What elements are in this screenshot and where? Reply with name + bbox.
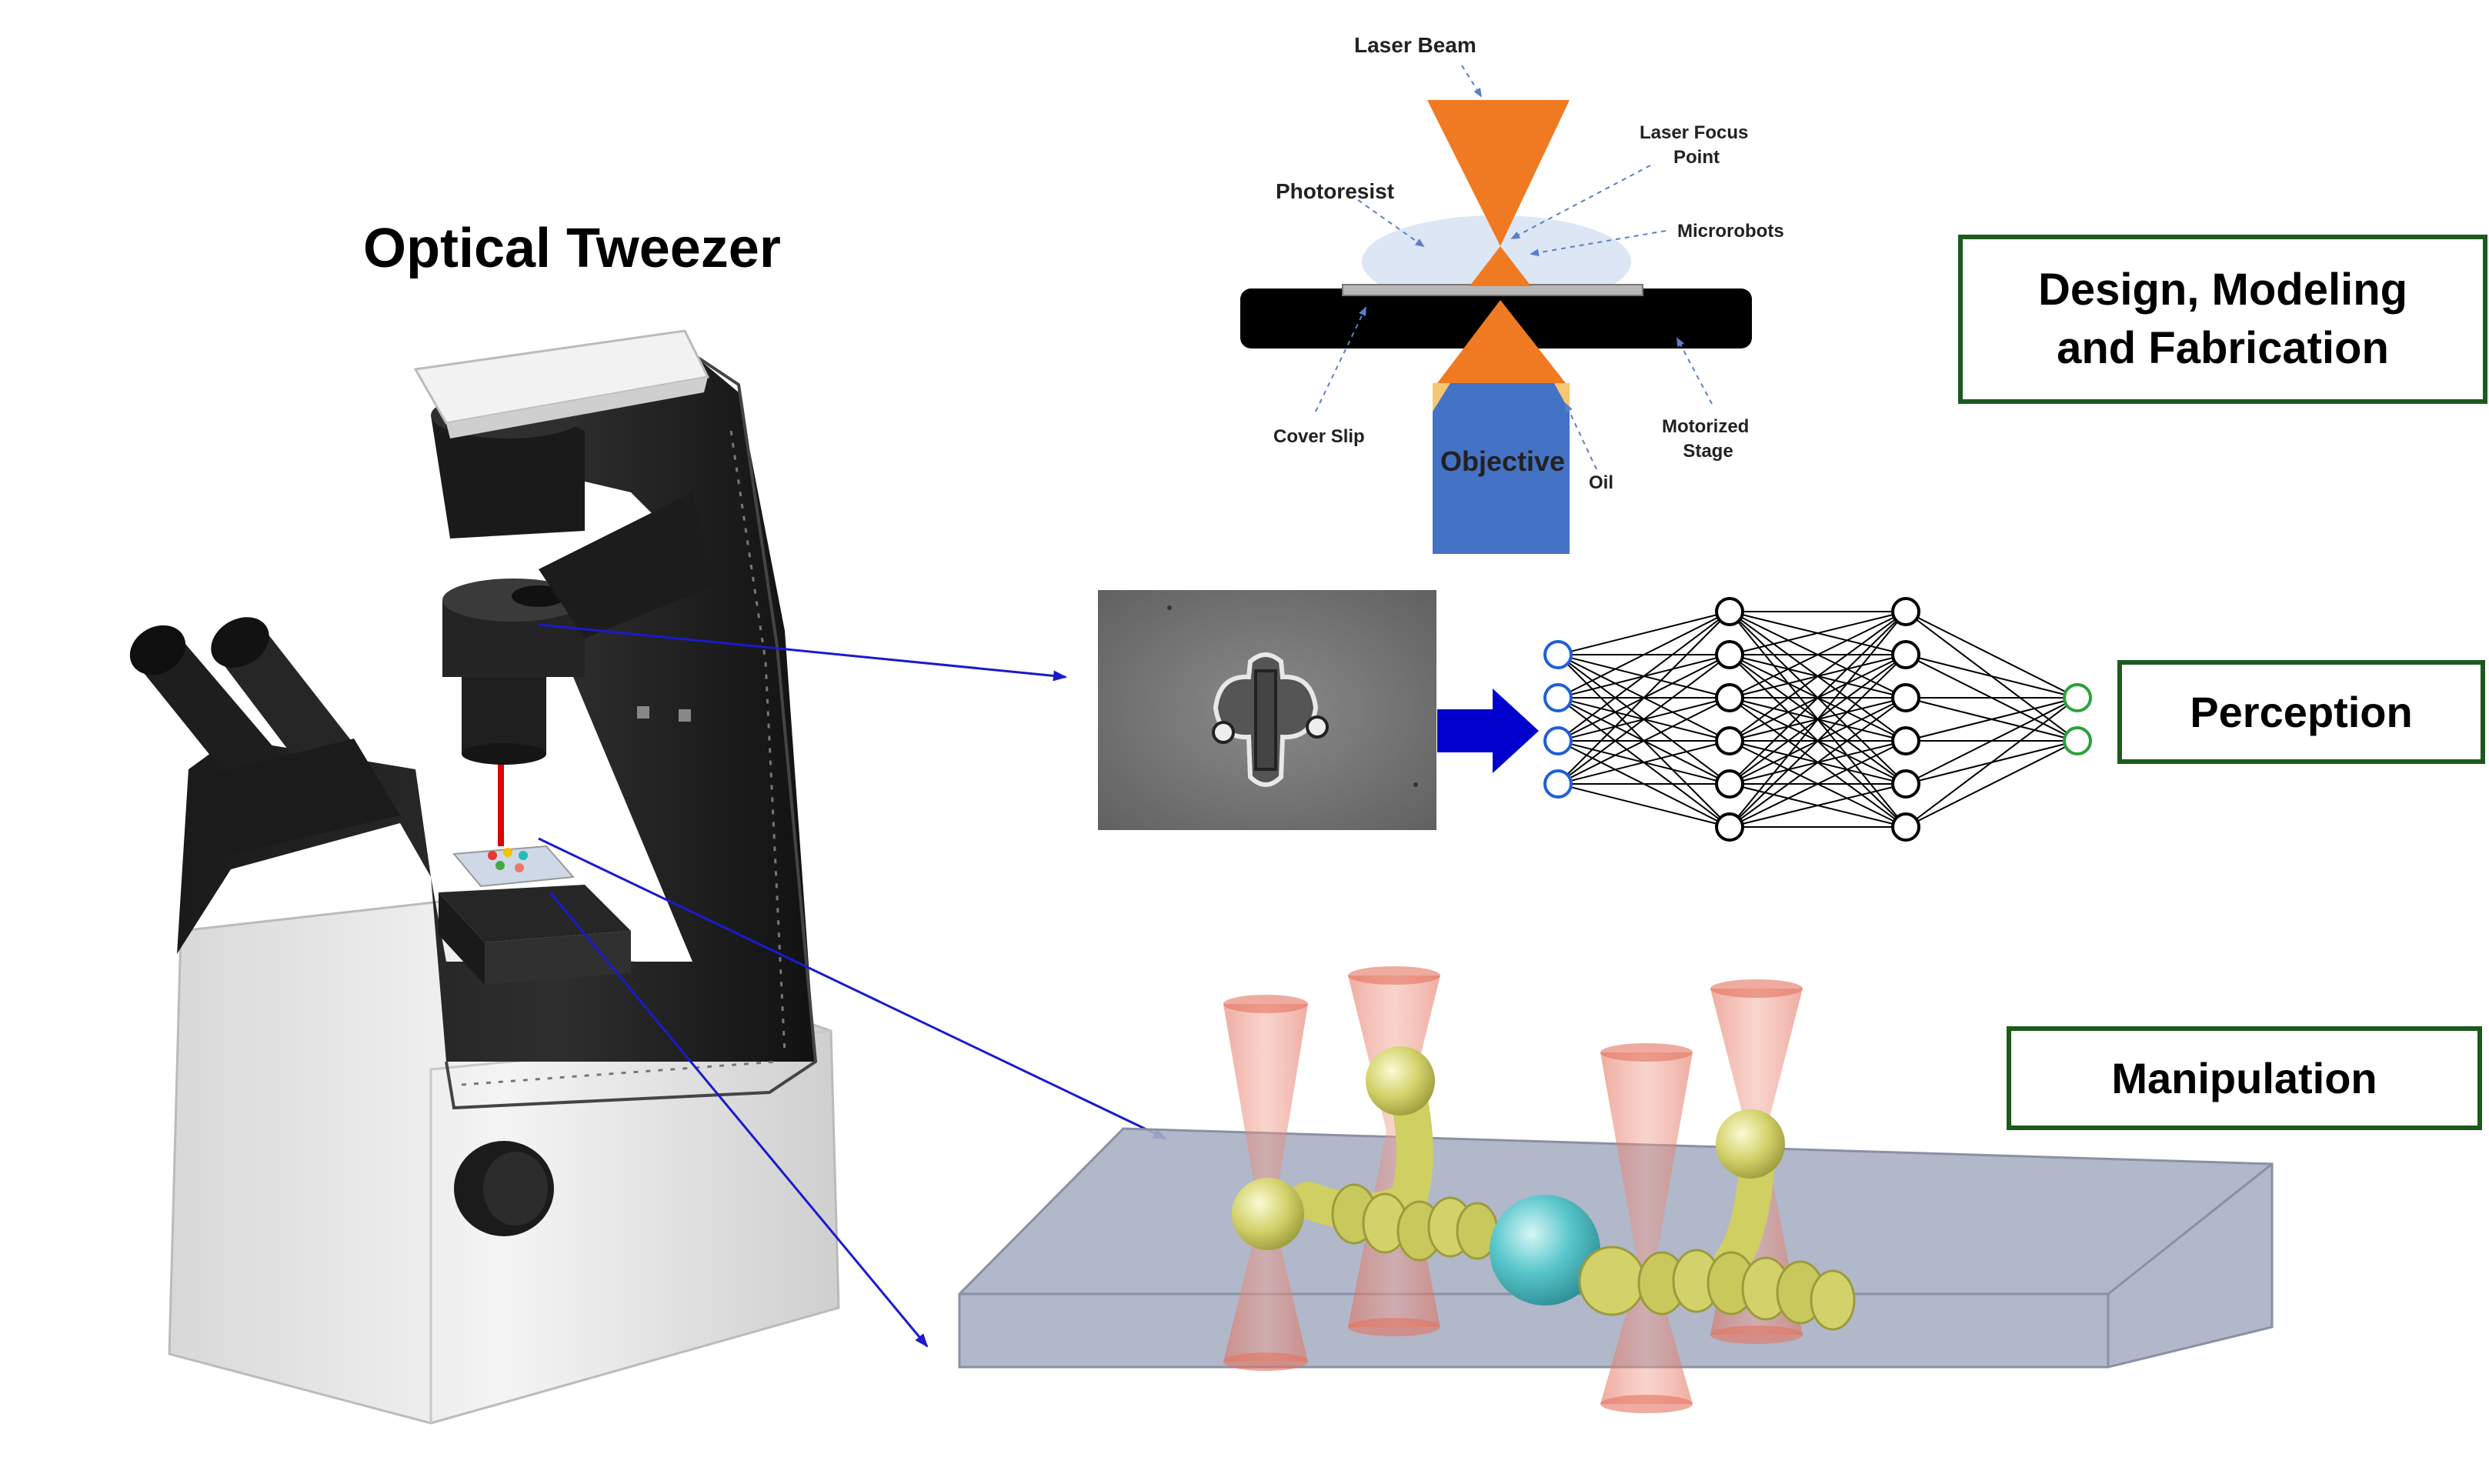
label-laser-focus-point: Laser Focus Point [1640, 122, 1753, 168]
nn-hidden-node [1891, 640, 1920, 669]
design-modeling-fabrication-box: Design, Modeling and Fabrication [1958, 235, 2487, 404]
label-motorized-stage: Motorized Stage [1662, 416, 1754, 462]
nn-edge [1557, 654, 1730, 785]
label-microrobots: Microrobots [1677, 221, 1784, 242]
nn-output-node [2063, 683, 2092, 712]
arrow-to-slab-bottom [549, 892, 929, 1348]
nn-hidden-node [1715, 812, 1744, 842]
nn-edge [1729, 611, 1907, 655]
nn-hidden-node [1715, 640, 1744, 669]
nn-edge [1557, 611, 1730, 655]
eyepiece-left [129, 625, 292, 800]
nn-edge [1729, 611, 1907, 699]
label-laser-beam: Laser Beam [1354, 33, 1476, 57]
nn-edge [1729, 611, 1907, 785]
fabrication-diagram [1240, 100, 1752, 554]
cover-slip [1342, 284, 1643, 296]
nn-edge [1905, 740, 2078, 828]
fabrication-leader-lines [1315, 65, 1713, 470]
nn-edge [1905, 697, 2078, 742]
nn-edge [1729, 611, 1907, 828]
nn-input-node [1543, 683, 1573, 712]
laser-beam-upper [1427, 100, 1570, 246]
nn-input-node [1543, 726, 1573, 755]
fabrication-labels: Laser Beam Laser Focus Point Photoresist… [1273, 33, 1784, 493]
arrow-to-slab-top [538, 837, 1167, 1140]
nn-edge [1557, 697, 1730, 785]
manipulation-box-label: Manipulation [2111, 1054, 2377, 1102]
nn-hidden-node [1715, 683, 1744, 712]
nn-hidden-node [1715, 769, 1744, 799]
nn-hidden-node [1715, 597, 1744, 626]
nn-hidden-node [1891, 769, 1920, 799]
nn-hidden-node [1891, 726, 1920, 755]
label-photoresist: Photoresist [1276, 179, 1394, 203]
optical-trap-3 [1600, 1043, 1693, 1413]
nn-edge [1729, 783, 1907, 828]
perception-arrow [1437, 689, 1539, 773]
design-box-label: Design, Modeling and Fabrication [2037, 265, 2408, 373]
nn-edge [1729, 654, 1907, 828]
microscope-illustration [129, 329, 840, 1425]
nn-edge [1557, 740, 1730, 785]
nn-output-node [2063, 726, 2092, 755]
nn-hidden-node [1715, 726, 1744, 755]
nn-edge [1557, 783, 1730, 828]
nn-edge [1729, 611, 1907, 742]
label-cover-slip: Cover Slip [1273, 426, 1365, 447]
microscope-image-panel [1098, 590, 1436, 830]
manipulation-box: Manipulation [2007, 1026, 2482, 1130]
eyepiece-right [211, 617, 362, 781]
nn-input-node [1543, 640, 1573, 669]
label-objective: Objective [1440, 445, 1565, 477]
nn-edge [1905, 654, 2078, 699]
page-title: Optical Tweezer [363, 218, 781, 279]
nn-edge [1905, 611, 2078, 699]
nn-hidden-node [1891, 683, 1920, 712]
neural-network [1543, 597, 2092, 842]
nn-edge [1557, 611, 1730, 699]
cargo-bead [1490, 1195, 1600, 1306]
laser-beam-lower [1470, 246, 1531, 286]
nn-input-node [1543, 769, 1573, 799]
connector-arrows [538, 623, 1167, 1348]
nn-edge [1905, 697, 2078, 785]
nn-edge [1905, 697, 2078, 828]
manipulation-scene [958, 966, 2274, 1413]
perception-box: Perception [2117, 660, 2485, 764]
nn-edge [1557, 611, 1730, 742]
microrobot-left [1232, 1046, 1499, 1262]
label-oil: Oil [1589, 472, 1613, 493]
nn-edge [1557, 611, 1730, 785]
perception-box-label: Perception [2190, 688, 2413, 736]
nn-edge [1729, 740, 1907, 828]
nn-hidden-node [1891, 812, 1920, 842]
arrow-to-perception [538, 623, 1067, 682]
objective-body [1433, 383, 1570, 554]
microrobot-right [1578, 1109, 1856, 1331]
nn-hidden-node [1891, 597, 1920, 626]
nn-edge [1729, 697, 1907, 828]
